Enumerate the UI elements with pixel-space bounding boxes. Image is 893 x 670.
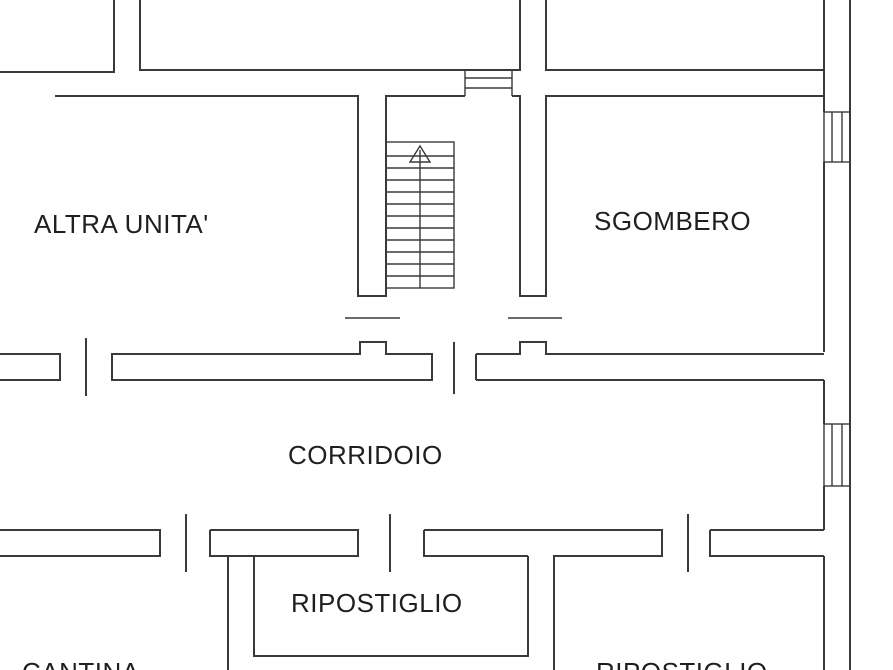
staircase <box>385 141 455 289</box>
label-altra-unita: ALTRA UNITA' <box>34 209 209 239</box>
outer-right-wall <box>823 0 851 670</box>
stair-landing <box>464 70 513 96</box>
label-ripostiglio-right: RIPOSTIGLIO <box>596 657 768 670</box>
window-lower <box>823 423 851 487</box>
label-cantina: CANTINA <box>22 657 140 670</box>
label-sgombero: SGOMBERO <box>594 206 751 236</box>
label-corridoio: CORRIDOIO <box>288 440 443 470</box>
corridor-upper-wall <box>0 338 824 396</box>
label-ripostiglio-center: RIPOSTIGLIO <box>291 588 463 618</box>
top-walls <box>0 0 825 96</box>
stair-direction-arrow <box>408 144 432 288</box>
middle-row-walls <box>55 95 824 319</box>
window-upper <box>823 111 851 163</box>
ripostiglio-center-room <box>253 555 529 657</box>
